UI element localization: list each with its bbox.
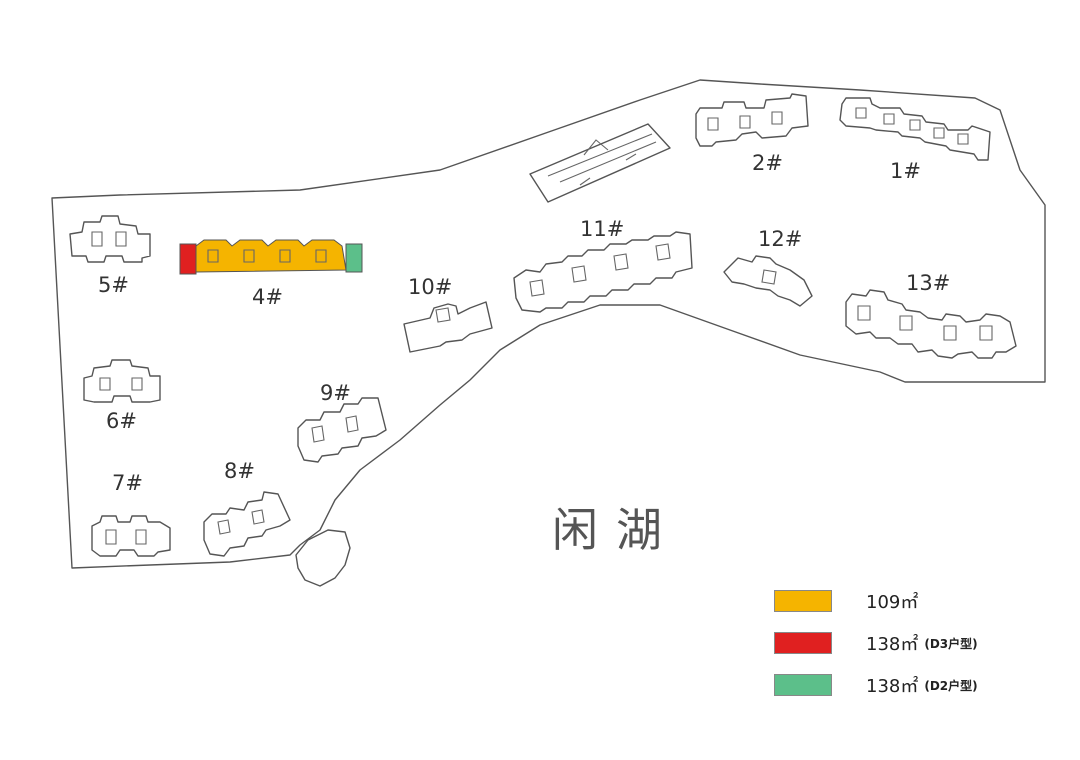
label-building-4: 4#: [252, 285, 283, 309]
legend-item-109: 109㎡: [774, 588, 918, 614]
legend-swatch-green: [774, 674, 832, 696]
building-13: [845, 289, 1017, 359]
label-building-8: 8#: [224, 459, 255, 483]
legend-label: 138㎡: [866, 634, 919, 655]
clubhouse-building: [529, 123, 671, 203]
unit-d2-138: [345, 243, 363, 273]
label-building-11: 11#: [580, 217, 624, 241]
building-10: [403, 301, 493, 353]
label-building-12: 12#: [758, 227, 802, 251]
legend-item-138-d2: 138㎡ (D2户型): [774, 672, 978, 698]
building-4: [179, 239, 363, 275]
label-building-6: 6#: [106, 409, 137, 433]
building-6: [83, 359, 161, 403]
building-9: [297, 397, 387, 463]
legend-swatch-yellow: [774, 590, 832, 612]
label-building-10: 10#: [408, 275, 452, 299]
label-building-1: 1#: [890, 159, 921, 183]
building-1: [839, 97, 991, 161]
legend-label: 109㎡: [866, 592, 919, 613]
legend-sublabel: (D2户型): [924, 678, 978, 693]
label-building-7: 7#: [112, 471, 143, 495]
building-5: [69, 215, 151, 263]
label-building-5: 5#: [98, 273, 129, 297]
building-11: [513, 231, 693, 313]
legend-label: 138㎡: [866, 676, 919, 697]
lake-label: 闲湖: [552, 503, 680, 557]
unit-d3-138: [179, 243, 197, 275]
legend-swatch-red: [774, 632, 832, 654]
building-8: [203, 491, 291, 557]
pond: [295, 529, 351, 587]
legend-sublabel: (D3户型): [924, 636, 978, 651]
unit-109-block: [195, 239, 347, 273]
building-12: [723, 255, 813, 307]
building-7: [91, 515, 171, 557]
building-2: [695, 93, 809, 147]
legend-item-138-d3: 138㎡ (D3户型): [774, 630, 978, 656]
label-building-9: 9#: [320, 381, 351, 405]
label-building-2: 2#: [752, 151, 783, 175]
label-building-13: 13#: [906, 271, 950, 295]
